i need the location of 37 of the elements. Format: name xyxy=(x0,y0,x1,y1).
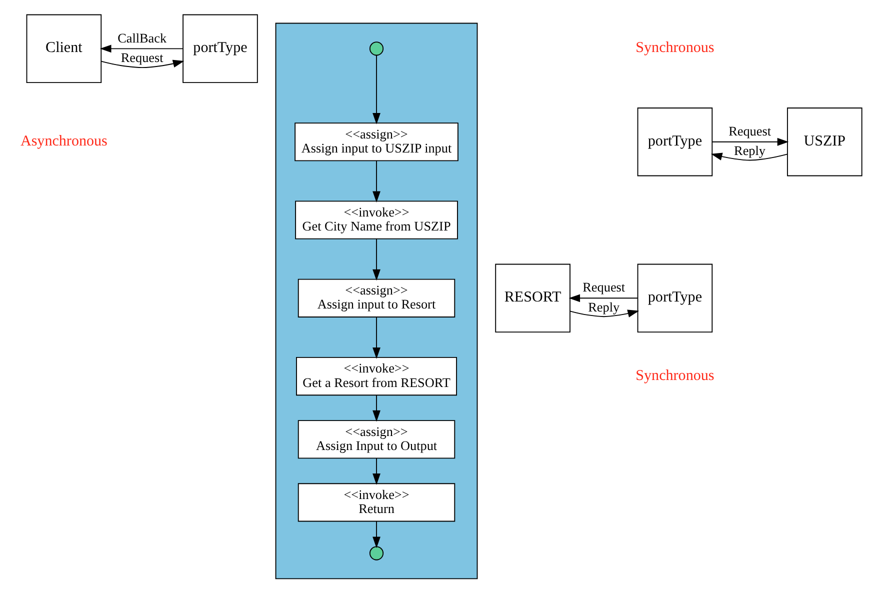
cluster xyxy=(275,22,478,580)
arrow xyxy=(372,238,380,281)
arrow xyxy=(570,310,640,318)
label: Synchronous xyxy=(636,368,714,384)
node-box: portType xyxy=(182,14,258,84)
edge-label: Reply xyxy=(734,143,766,158)
node-box: <<invoke>> Return xyxy=(298,483,456,522)
edge-label: Request xyxy=(120,50,164,66)
edge-label: Request xyxy=(582,280,626,295)
edge-label: CallBack xyxy=(118,30,167,46)
arrow xyxy=(372,394,380,422)
node-box: <<assign>> Assign Input to Output xyxy=(298,420,456,459)
label: Synchronous xyxy=(636,40,714,56)
node-box: <<invoke>> Get a Resort from RESORT xyxy=(296,356,457,396)
node-box: portType xyxy=(637,108,713,176)
node-box: RESORT xyxy=(495,264,570,333)
node-box: <<assign>> Assign input to Resort xyxy=(298,278,456,318)
arrow xyxy=(372,458,380,485)
arrow xyxy=(568,294,638,302)
node-box: <<assign>> Assign input to USZIP input xyxy=(294,122,458,162)
arrow xyxy=(372,520,380,548)
arrow xyxy=(712,138,789,146)
node-box: Client xyxy=(26,14,102,84)
edge-label: Request xyxy=(728,123,772,138)
edge-label: Reply xyxy=(588,300,620,315)
node-circle xyxy=(369,546,384,560)
arrow xyxy=(372,160,380,203)
node-circle xyxy=(369,42,384,56)
arrow xyxy=(100,60,184,68)
node-box: portType xyxy=(637,264,713,333)
node-box: <<invoke>> Get City Name from USZIP xyxy=(295,200,458,240)
arrow xyxy=(710,152,788,161)
arrow xyxy=(100,44,184,53)
arrow xyxy=(372,54,380,124)
node-box: USZIP xyxy=(787,108,862,176)
arrow xyxy=(372,316,380,359)
label: Asynchronous xyxy=(20,133,108,150)
